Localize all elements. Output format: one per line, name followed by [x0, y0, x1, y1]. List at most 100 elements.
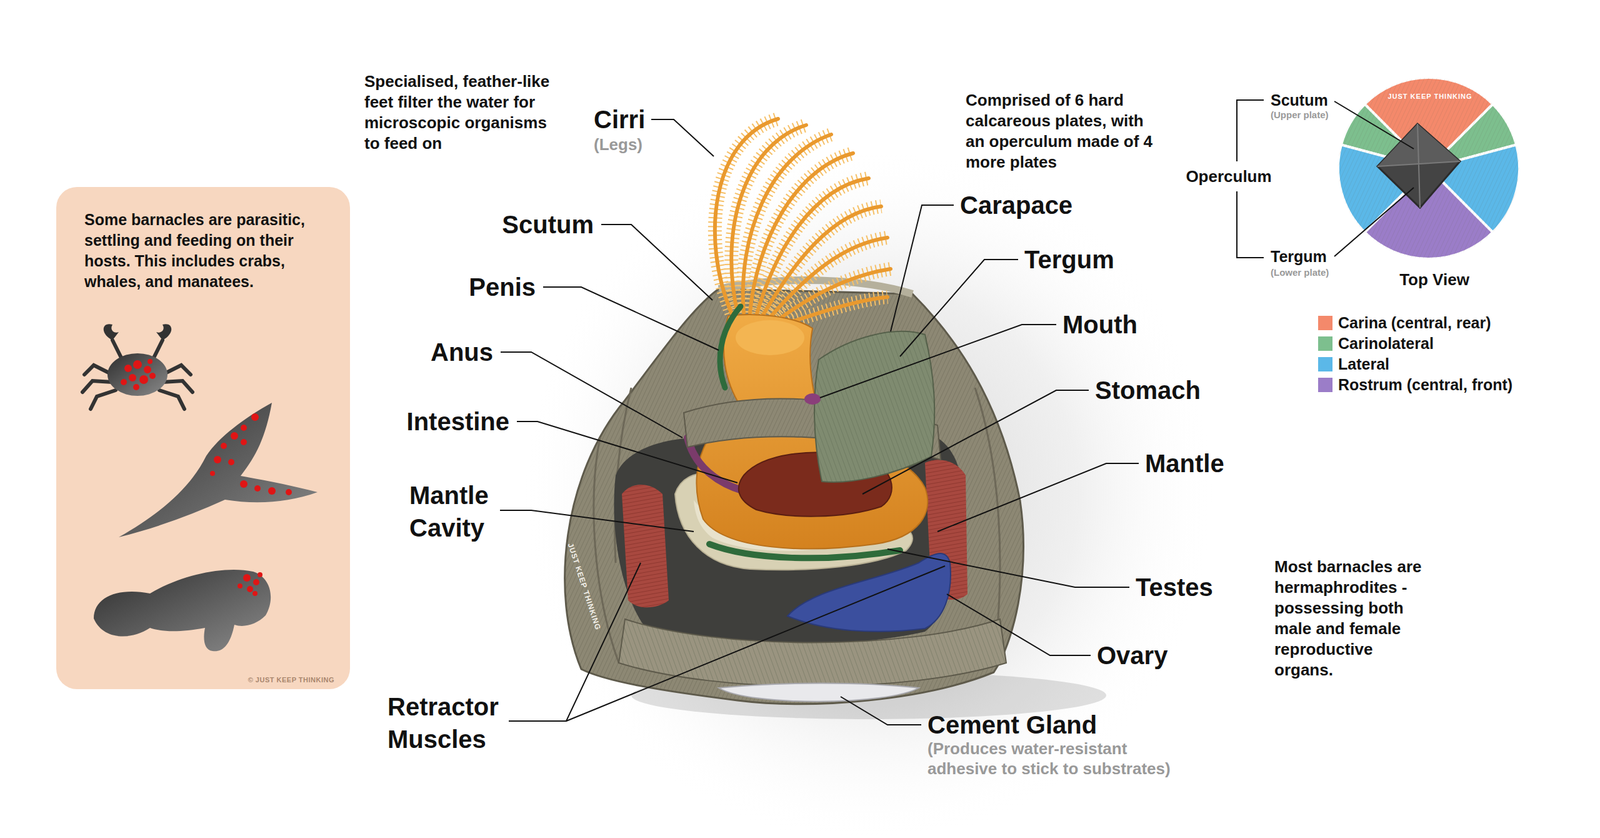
parasite-spot: [133, 360, 142, 369]
bracket: [1236, 100, 1264, 162]
parasite-spot: [257, 571, 263, 577]
label-anchor: JUST KEEP THINKING: [1387, 90, 1472, 102]
label-anchor: (Lower plate): [1270, 266, 1329, 279]
parasite-spot: [252, 590, 258, 596]
watermark: © JUST KEEP THINKING: [84, 675, 335, 684]
plate-label: Tergum: [1270, 246, 1327, 266]
label-anchor: Penis: [468, 270, 536, 304]
parasite-spot: [254, 485, 261, 492]
part-label: Carapace: [960, 188, 1073, 222]
penis: [720, 306, 741, 388]
part-label: Mantle: [1145, 446, 1225, 480]
legend-label: Rostrum (central, front): [1338, 375, 1513, 394]
part-label: Cirri: [593, 103, 645, 136]
legend-row: Lateral: [1318, 353, 1513, 375]
leader-line: [1334, 101, 1414, 149]
part-label: Testes: [1135, 570, 1214, 604]
crab-claw: [103, 323, 119, 340]
leader-line: [543, 286, 719, 350]
leader-line: [937, 463, 1139, 532]
label-anchor: Top View: [1399, 270, 1470, 289]
label-anchor: Tergum: [1270, 246, 1327, 266]
shell-wall: [565, 288, 1024, 704]
legend-swatch: [1318, 377, 1333, 392]
crab-body: [107, 353, 168, 396]
shell-texture: [565, 288, 1024, 704]
label-anchor: Ovary: [1096, 638, 1168, 672]
plate-label: Scutum: [1270, 90, 1329, 110]
parasite-spot: [139, 375, 149, 384]
parasite-spot: [124, 364, 132, 372]
label-anchor: Operculum: [1185, 166, 1272, 186]
leader-line: [500, 351, 683, 438]
parasite-spot: [120, 378, 127, 385]
parasite-spots: [120, 358, 156, 390]
label-anchor: (Produces water-resistant adhesive to st…: [927, 738, 1184, 779]
legend-label: Carina (central, rear): [1338, 313, 1492, 332]
label-anchor: JUST KEEP THINKING: [538, 580, 630, 592]
part-label: Ovary: [1096, 638, 1168, 672]
label-anchor: Intestine: [406, 405, 510, 438]
crab-legs: [82, 340, 193, 409]
parasite-spot: [243, 573, 251, 582]
part-subtitle: (Produces water-resistant adhesive to st…: [927, 738, 1184, 779]
cirrus: [768, 237, 888, 319]
leader-line: [887, 548, 1130, 587]
leader-line: [840, 696, 922, 725]
watermark: JUST KEEP THINKING: [566, 541, 603, 631]
part-label: Mouth: [1062, 308, 1138, 341]
label-anchor: (Upper plate): [1270, 109, 1329, 121]
plate-subtitle: (Lower plate): [1270, 266, 1329, 279]
parasite-spot: [240, 438, 247, 445]
label-anchor: Mouth: [1062, 308, 1138, 341]
parasite-spot: [133, 383, 140, 390]
label-anchor: Tergum: [1024, 243, 1115, 276]
leader-line: [890, 205, 954, 332]
part-label: Stomach: [1095, 373, 1201, 407]
legend-swatch: [1318, 356, 1333, 372]
parasite-spot: [210, 470, 215, 476]
leader-line: [500, 510, 694, 532]
part-label: Mantle Cavity: [409, 478, 519, 544]
label-anchor: Anus: [430, 335, 494, 369]
parasite-spots: [210, 413, 292, 495]
leader-line: [900, 259, 1019, 357]
leader-line: [820, 324, 1057, 398]
part-label: Penis: [468, 270, 536, 304]
label-anchor: Carapace: [960, 188, 1073, 222]
label-anchor: Scutum: [501, 208, 594, 241]
plate-subtitle: (Upper plate): [1270, 109, 1329, 121]
label-anchor: Cement Gland: [927, 708, 1097, 741]
part-label: Anus: [430, 335, 494, 369]
label-anchor: Specialised, feather-like feet filter th…: [364, 71, 565, 154]
panel-note: Some barnacles are parasitic, settling a…: [84, 209, 335, 292]
info-panel: Some barnacles are parasitic, settling a…: [56, 186, 350, 689]
leader-line: [566, 565, 945, 721]
legend-swatch: [1318, 315, 1333, 330]
tergum-plate: [814, 331, 935, 482]
part-label: Tergum: [1024, 243, 1115, 276]
legend-label: Lateral: [1338, 355, 1390, 374]
part-label: Intestine: [406, 405, 510, 438]
cirri-base: [735, 320, 805, 355]
whale-tail: [118, 402, 318, 537]
legend-label: Carinolateral: [1338, 334, 1434, 353]
whale-tail-icon: [118, 402, 318, 537]
leader-line: [508, 562, 641, 721]
label-anchor: Stomach: [1095, 373, 1201, 407]
leader-line: [946, 593, 1091, 655]
parasite-spot: [237, 583, 243, 589]
label-anchor: Mantle Cavity: [409, 478, 519, 544]
operculum-plates: [1377, 123, 1460, 208]
note-text: Specialised, feather-like feet filter th…: [364, 71, 565, 154]
parasite-spot: [149, 372, 156, 379]
parasite-spot: [251, 413, 259, 421]
manatee-icon: [93, 569, 271, 651]
parasite-spot: [246, 585, 254, 592]
view-caption: Top View: [1399, 270, 1470, 289]
leader-line: [601, 224, 713, 300]
label-anchor: Mantle: [1145, 446, 1225, 480]
parasite-spot: [220, 442, 227, 449]
leader-line: [1334, 187, 1414, 257]
